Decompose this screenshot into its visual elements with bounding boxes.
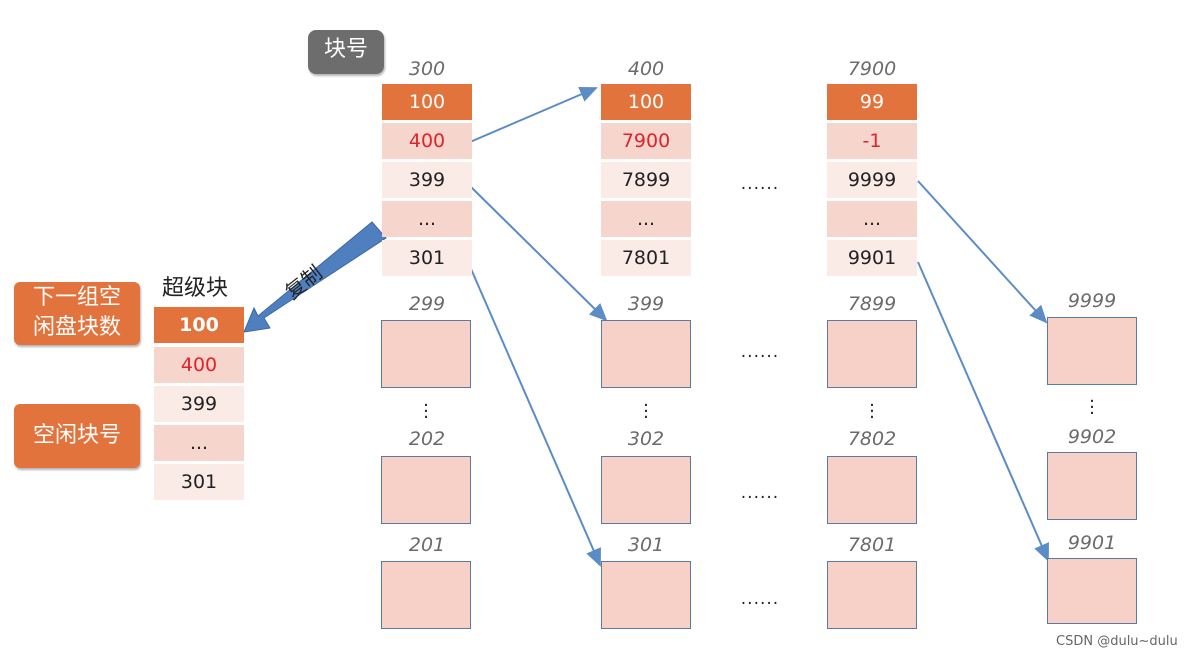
group7900-cell-2: -1 bbox=[827, 123, 917, 159]
vertical-ellipsis-3: ··· bbox=[869, 395, 875, 428]
ellipsis-row-2: ...... bbox=[740, 342, 780, 362]
vertical-ellipsis-4: ··· bbox=[1089, 391, 1095, 424]
block-label-9999: 9999 bbox=[1067, 290, 1117, 312]
free-block-7802 bbox=[827, 456, 917, 524]
block-label-7801: 7801 bbox=[847, 534, 897, 556]
vertical-ellipsis-2: ··· bbox=[643, 395, 649, 428]
free-block-399 bbox=[601, 320, 691, 388]
free-block-302 bbox=[601, 456, 691, 524]
arrow-9999-to-block9999 bbox=[917, 180, 1048, 324]
superblock-cell-4: ... bbox=[154, 425, 244, 461]
group300-cell-1: 100 bbox=[382, 84, 472, 120]
vertical-ellipsis-1: ··· bbox=[423, 395, 429, 428]
free-block-9902 bbox=[1047, 452, 1137, 520]
free-block-7899 bbox=[827, 320, 917, 388]
group400-cell-3: 7899 bbox=[601, 162, 691, 198]
block-number-callout-text: 块号 bbox=[323, 37, 368, 62]
superblock-cell-3: 399 bbox=[154, 386, 244, 422]
block-label-9901: 9901 bbox=[1067, 532, 1117, 554]
group400-header: 400 bbox=[627, 58, 665, 80]
group300-cell-3: 399 bbox=[382, 162, 472, 198]
block-label-299: 299 bbox=[408, 293, 446, 315]
group7900-cell-4: ... bbox=[827, 201, 917, 237]
block-label-202: 202 bbox=[408, 428, 446, 450]
free-block-callout: 空闲块号 bbox=[14, 404, 140, 468]
block-number-callout: 块号 bbox=[308, 30, 384, 74]
superblock-cell-2: 400 bbox=[154, 347, 244, 383]
group7900-cell-5: 9901 bbox=[827, 240, 917, 276]
group300-cell-2: 400 bbox=[382, 123, 472, 159]
block-label-399: 399 bbox=[627, 293, 665, 315]
group7900-header: 7900 bbox=[847, 58, 897, 80]
arrow-399-to-block399 bbox=[469, 185, 608, 322]
copy-label: 复制 bbox=[280, 260, 327, 305]
ellipsis-row-3: ...... bbox=[740, 483, 780, 503]
watermark-credit: CSDN @dulu~dulu bbox=[1056, 634, 1178, 649]
ellipsis-row-1: ...... bbox=[740, 174, 780, 194]
free-block-201 bbox=[381, 561, 471, 629]
superblock-title: 超级块 bbox=[162, 276, 229, 301]
free-block-301 bbox=[601, 561, 691, 629]
group300-cell-5: 301 bbox=[382, 240, 472, 276]
group400-cell-2: 7900 bbox=[601, 123, 691, 159]
group7900-cell-3: 9999 bbox=[827, 162, 917, 198]
superblock-cell-1: 100 bbox=[154, 307, 244, 343]
block-label-9902: 9902 bbox=[1067, 426, 1117, 448]
ellipsis-row-4: ...... bbox=[740, 589, 780, 609]
superblock-cell-5: 301 bbox=[154, 464, 244, 500]
free-block-202 bbox=[381, 456, 471, 524]
group400-cell-5: 7801 bbox=[601, 240, 691, 276]
free-block-7801 bbox=[827, 561, 917, 629]
block-label-301: 301 bbox=[627, 534, 665, 556]
free-block-9999 bbox=[1047, 317, 1137, 385]
block-label-7802: 7802 bbox=[847, 428, 897, 450]
group400-cell-1: 100 bbox=[601, 84, 691, 120]
free-block-299 bbox=[381, 320, 471, 388]
free-block-9901 bbox=[1047, 558, 1137, 624]
block-label-7899: 7899 bbox=[847, 293, 897, 315]
group400-cell-4: ... bbox=[601, 201, 691, 237]
arrow-301-to-block301 bbox=[467, 261, 601, 567]
block-label-302: 302 bbox=[627, 428, 665, 450]
block-label-201: 201 bbox=[408, 534, 446, 556]
arrow-9901-to-block9901 bbox=[917, 261, 1049, 562]
arrow-400-to-group400 bbox=[469, 86, 598, 143]
next-group-callout: 下一组空 闲盘块数 bbox=[14, 282, 140, 345]
group300-cell-4: ... bbox=[382, 201, 472, 237]
group300-header: 300 bbox=[408, 58, 446, 80]
group7900-cell-1: 99 bbox=[827, 84, 917, 120]
